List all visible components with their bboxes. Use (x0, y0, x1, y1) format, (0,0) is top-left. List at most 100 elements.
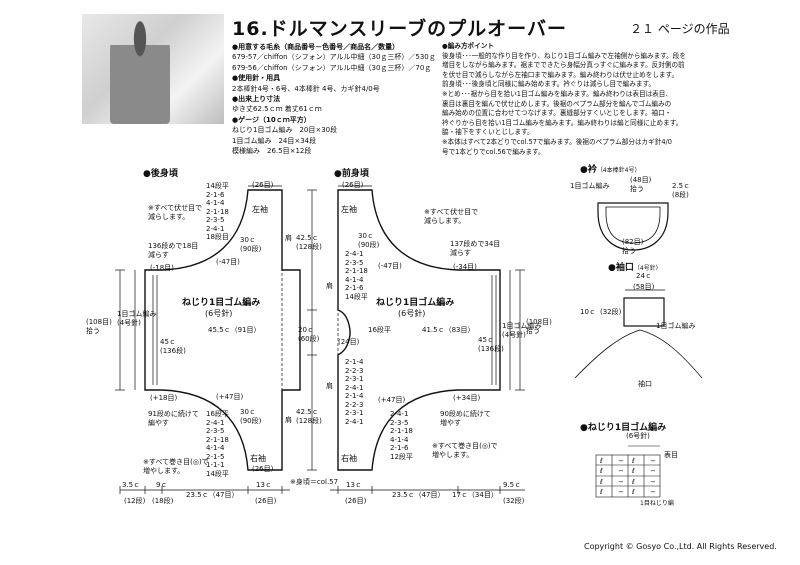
needle-text: 2本棒針4号・6号、4本棒針 4号、カギ針4/0号 (232, 84, 380, 93)
front-inc-side: (+34目) (453, 394, 481, 402)
gauge-line-1: ねじり1目ゴム編み 20目×30段 (232, 126, 338, 135)
front-note-end: ※すべて巻き目(◎)で増やします。 (432, 442, 498, 459)
points-line: 後身頃･･･一般的な作り目を作り、ねじり1目ゴム編みで左袖側から編みます。段を (442, 51, 686, 60)
front-sleeve-right: 右袖 (341, 454, 357, 463)
needle-heading: ●使用針・用具 (232, 74, 281, 83)
svg-text:ℓ: ℓ (599, 467, 603, 475)
collar-pick-top: (48目)拾う (630, 176, 652, 193)
back-note-end: ※すべて巻き目(◎)で増やします。 (143, 458, 209, 475)
collar-outline (597, 202, 669, 251)
page-title: 16.ドルマンスリーブのプルオーバー (232, 18, 567, 40)
svg-text:−: − (650, 488, 656, 496)
points-line: 前身頃･･･後身頃と同様に編み始めます。衿ぐりは減らし目で編みます。 (442, 80, 655, 89)
front-dim-4: 9.5ｃ (503, 481, 522, 489)
front-body-outline (337, 189, 501, 471)
points-line: ※とめ･･･裾から目を拾い1目ゴム編みを編みます。編み終わりは表目は表目、 (442, 89, 672, 98)
back-body-needle: (6号針) (205, 309, 233, 318)
front-shoulder-label-2: 肩 (326, 382, 333, 390)
back-heading: ●後身頃 (143, 169, 178, 179)
front-dim-1: 13ｃ (346, 481, 362, 489)
svg-text:ℓ: ℓ (599, 457, 603, 465)
svg-text:ℓ: ℓ (599, 488, 603, 496)
back-dim-4: 13ｃ (256, 481, 272, 489)
front-hem-pick: (108目)拾う (526, 318, 552, 335)
points-heading: ●編み方ポイント (442, 42, 494, 50)
gauge-line-3: 模様編み 26.5目×12段 (232, 147, 312, 156)
front-shoulder-label: 肩 (326, 282, 333, 290)
size-text: ゆき丈62.5ｃｍ 着丈61ｃｍ (232, 105, 322, 114)
back-dim-2: 9ｃ (156, 481, 168, 489)
front-dec-side: (-34目) (453, 263, 477, 271)
cuff-width-st: (58目) (633, 283, 655, 291)
front-sleeve-left: 左袖 (341, 205, 357, 214)
back-height: 45ｃ(136段) (160, 338, 186, 355)
back-note-top: ※すべて伏せ目で減らします。 (148, 204, 203, 221)
gauge-line-2: 1目ゴム編み 24目×34段 (232, 136, 317, 145)
back-bottom-stitches: (26目) (252, 465, 274, 473)
back-left-dec: (-18目) (150, 264, 174, 272)
collar-heading: ●衿（4本棒針4号） (580, 165, 641, 175)
front-width: 41.5ｃ（83目） (422, 326, 475, 334)
yarn-heading: ●用意する毛糸（商品番号－色番号／商品名／数量） (232, 43, 400, 51)
back-dim-3: 23.5ｃ（47目） (186, 491, 239, 499)
points-line: 編み始めの位置に合わせてつなげます。裏縫部分すくいとじをします。袖口・ (442, 109, 672, 118)
front-length-bot: 42.5ｃ(128段) (296, 408, 322, 425)
back-dim-rows-3: (26目) (255, 497, 277, 505)
collar-height: 2.5ｃ(8段) (672, 182, 691, 199)
cuff-label: 1目ゴム編み (656, 322, 696, 330)
cuff-width: 24ｃ (636, 272, 652, 280)
front-hem-label: 1目ゴム編み(4号針) (502, 322, 542, 339)
front-dim-2: 23.5ｃ（47目） (392, 491, 445, 499)
page-reference: ２１ ページの作品 (630, 22, 730, 36)
back-sleeve-right: 右袖 (250, 454, 266, 463)
back-width: 45.5ｃ（91目） (208, 326, 261, 334)
back-left-inc: (+18目) (150, 394, 178, 402)
front-note-mid: 137段めで34目減らす (450, 240, 501, 257)
front-dec-top: (-47目) (378, 262, 402, 270)
svg-text:ℓ: ℓ (631, 488, 635, 496)
chart-side-label: 表目 (664, 451, 678, 459)
points-line: 脇・袖下をすくいとじします。 (442, 128, 534, 137)
svg-text:−: − (618, 457, 624, 465)
cuff-heading: ●袖口（4号針） (608, 263, 662, 273)
collar-pick-bot: (82目)拾う (622, 238, 644, 255)
back-dim-1: 3.5ｃ (122, 481, 141, 489)
front-body-needle: (6号針) (398, 309, 426, 318)
chart-heading: ●ねじり1目ゴム編み (580, 423, 667, 433)
yarn-line-1: 679-57／chiffon（シフォン）アルル中細（30ｇ三杯）／530ｇ (232, 53, 436, 62)
front-body-label: ねじり1目ゴム編み (376, 298, 455, 308)
svg-text:−: − (650, 457, 656, 465)
yarn-line-2: 679-56／chiffon（シフォン）アルル中細（30ｇ三杯）／70ｇ (232, 63, 432, 72)
front-neck-inner: 16段平 (368, 326, 391, 334)
back-armhole-top: 30ｃ(90段) (240, 236, 262, 253)
points-line: を伏せ目で減らしながら左袖口まで編みます。編み終わりは伏せ止めをします。 (442, 70, 679, 79)
svg-text:ℓ: ℓ (631, 457, 635, 465)
back-shoulder-label-2: 肩 (285, 416, 292, 424)
back-dim-rows-2: (18段) (152, 497, 174, 505)
svg-text:−: − (650, 467, 656, 475)
front-length-top: 42.5ｃ(128段) (296, 234, 322, 251)
front-note-bottom: 90段めに続けて増やす (440, 410, 491, 427)
svg-text:−: − (650, 478, 656, 486)
front-inc-bot: (+47目) (378, 396, 406, 404)
front-dim-3: 17ｃ（34目） (452, 491, 498, 499)
points-line: 増目をしながら編みます。裾までできたら身幅分真っすぐに編みます。反対側の前 (442, 61, 685, 70)
svg-text:−: − (618, 478, 624, 486)
model-figure (110, 20, 170, 124)
points-line: 裏目は裏目を編んで伏せ止めします。後裾のペプラム部分を編んでゴム編みの (442, 99, 672, 108)
front-armhole-top: 30ｃ(90段) (358, 232, 380, 249)
chart-heading-note: (6号針) (626, 432, 650, 440)
collar-label: 1目ゴム編み (570, 182, 610, 190)
cuff-bottom: 袖口 (638, 380, 652, 388)
svg-text:−: − (618, 488, 624, 496)
front-note-top: ※すべて伏せ目で減らします。 (424, 208, 479, 225)
front-heading: ●前身頃 (334, 169, 369, 179)
back-shoulder-label: 肩 (285, 234, 292, 242)
